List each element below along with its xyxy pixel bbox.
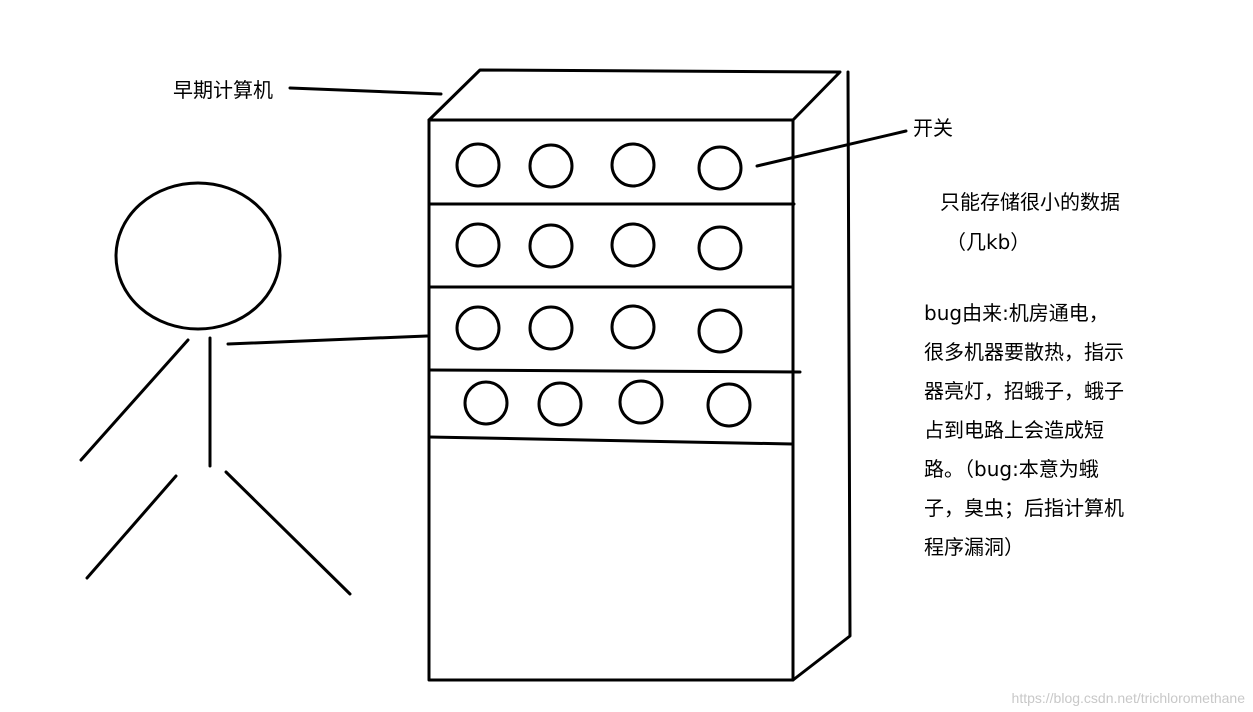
- person-arm-right: [226, 334, 429, 346]
- switch-circle: [537, 381, 583, 427]
- early-computer-label: 早期计算机: [173, 78, 273, 102]
- computer-cabinet: [427, 68, 852, 682]
- switch-row-2: [455, 222, 743, 271]
- watermark-text: https://blog.csdn.net/trichloromethane: [1011, 690, 1245, 706]
- switch-row-3: [455, 304, 743, 354]
- switch-circle: [455, 142, 501, 188]
- switch-circle: [610, 304, 656, 350]
- early-computer-pointer-line: [288, 86, 443, 96]
- storage-note-line2: （几kb）: [946, 230, 1031, 254]
- stick-person-icon: [79, 181, 429, 596]
- cabinet-side: [791, 70, 852, 682]
- person-leg-right: [224, 470, 352, 596]
- cabinet-front: [427, 118, 795, 682]
- person-arm-left: [79, 338, 190, 462]
- switch-pointer-line: [755, 129, 908, 168]
- switch-circle: [528, 143, 574, 189]
- switch-row-4: [463, 379, 752, 428]
- bug-note-line: bug由来:机房通电，: [924, 301, 1109, 325]
- person-head: [114, 181, 282, 331]
- bug-note-line: 程序漏洞）: [924, 535, 1024, 559]
- switch-circle: [528, 305, 574, 351]
- bug-note-line: 子，臭虫；后指计算机: [924, 496, 1124, 520]
- bug-note-line: 占到电路上会造成短: [924, 418, 1104, 442]
- switch-circle: [610, 142, 656, 188]
- bug-note-line: 很多机器要散热，指示: [924, 340, 1124, 364]
- switch-circle: [697, 308, 743, 354]
- switch-circle: [610, 222, 656, 268]
- switch-circle: [697, 145, 743, 191]
- switch-circle: [528, 223, 574, 269]
- shelf-divider: [427, 435, 794, 446]
- switch-label: 开关: [913, 116, 953, 140]
- switch-row-1: [455, 142, 743, 191]
- cabinet-top: [427, 68, 842, 122]
- shelf-divider: [427, 368, 802, 374]
- switch-circle: [455, 305, 501, 351]
- bug-note-line: 路。（bug:本意为蛾: [924, 457, 1099, 481]
- switch-circle: [463, 380, 509, 426]
- bug-note-line: 器亮灯，招蛾子，蛾子: [924, 379, 1124, 403]
- bug-origin-note: bug由来:机房通电， 很多机器要散热，指示 器亮灯，招蛾子，蛾子 占到电路上会…: [924, 294, 1124, 567]
- person-leg-left: [85, 474, 178, 580]
- switch-circle: [697, 225, 743, 271]
- switch-circle: [455, 222, 501, 268]
- switch-circle: [706, 382, 752, 428]
- switch-circle: [618, 379, 664, 425]
- storage-note-line1: 只能存储很小的数据: [940, 190, 1120, 214]
